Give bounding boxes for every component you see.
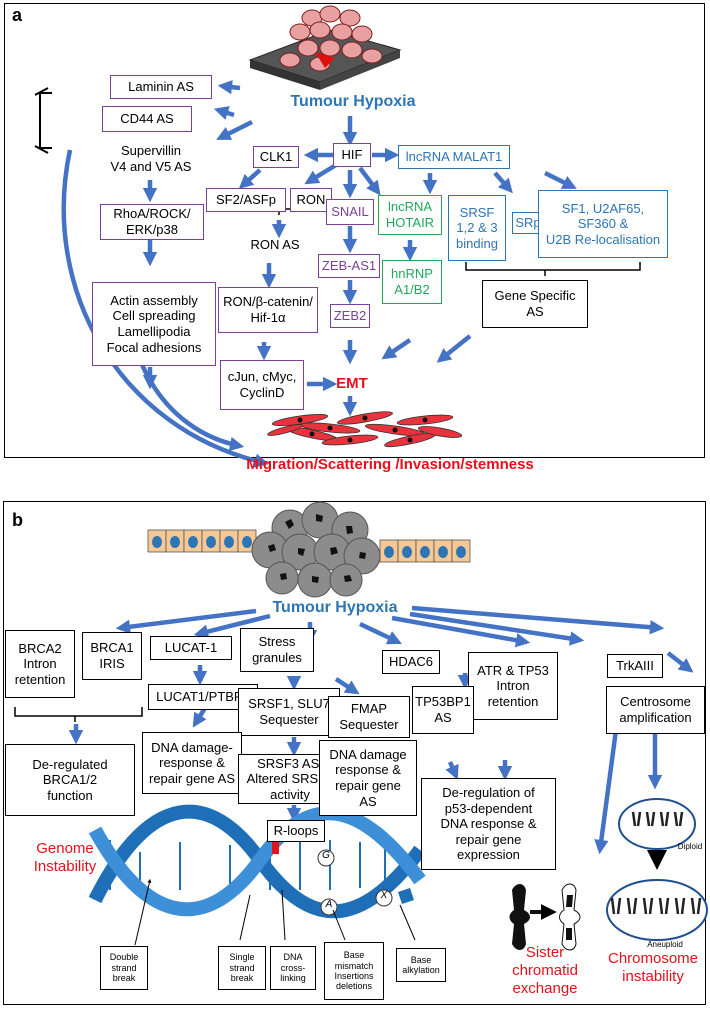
single-strand-break-box: Single strand break xyxy=(218,946,266,990)
cell-ploidy-icon xyxy=(606,798,708,941)
snail-box: SNAIL xyxy=(326,199,374,225)
hif-box: HIF xyxy=(333,143,371,167)
brca2-intron-box: BRCA2 Intron retention xyxy=(5,630,75,698)
zeb-as1-box: ZEB-AS1 xyxy=(318,254,380,278)
actin-assembly-box: Actin assembly Cell spreading Lamellipod… xyxy=(92,282,216,366)
emt-label: EMT xyxy=(336,375,368,392)
panel-b xyxy=(3,501,706,1005)
laminin-as-box: Laminin AS xyxy=(110,75,212,99)
panel-a-arrows xyxy=(137,79,577,452)
zeb2-box: ZEB2 xyxy=(330,304,370,328)
dna-mark-a: A xyxy=(325,899,333,910)
dna-helix-icon xyxy=(88,804,426,919)
panel-a-label: a xyxy=(12,5,23,25)
srsf1-slu7-box: SRSF1, SLU7 Sequester xyxy=(238,688,340,736)
panel-a xyxy=(4,3,705,458)
atr-tp53-box: ATR & TP53 Intron retention xyxy=(468,652,558,720)
dereg-p53-box: De-regulation of p53-dependent DNA respo… xyxy=(421,778,556,870)
panel-a-tumour-hypoxia: Tumour Hypoxia xyxy=(290,93,416,110)
sf1-u2af65-box: SF1, U2AF65, SF360 & U2B Re-localisation xyxy=(538,190,668,258)
sister-chromatid-label: Sister chromatid exchange xyxy=(512,944,578,997)
cjun-cmyc-box: cJun, cMyc, CyclinD xyxy=(220,360,304,410)
hypoxic-cell-cluster-icon xyxy=(248,5,402,90)
dna-damage-repair-as-box: DNA damage- response & repair gene AS xyxy=(142,732,242,794)
clk1-box: CLK1 xyxy=(253,146,299,168)
r-loops-box: R-loops xyxy=(267,820,325,842)
fmap-sequester-box: FMAP Sequester xyxy=(328,696,410,738)
gene-specific-as-box: Gene Specific AS xyxy=(482,280,588,328)
hnrnp-box: hnRNP A1/B2 xyxy=(382,260,442,304)
supervillin-label: Supervillin V4 and V5 AS xyxy=(110,143,192,174)
hdac6-box: HDAC6 xyxy=(382,650,440,674)
diploid-label: Diploid xyxy=(677,842,703,851)
trkaiii-box: TrkAIII xyxy=(607,654,663,678)
dna-mark-g: G xyxy=(322,850,330,861)
sister-chromatid-icon xyxy=(509,883,581,951)
tp53bp1-as-box: TP53BP1 AS xyxy=(412,686,474,734)
sf2-asfp-box: SF2/ASFp xyxy=(206,188,286,212)
dereg-brca-box: De-regulated BRCA1/2 function xyxy=(5,744,135,816)
chromosome-instability-label: Chromosome instability xyxy=(607,950,699,985)
cd44-as-box: CD44 AS xyxy=(102,106,192,132)
dna-damage-response-box: DNA damage response & repair gene AS xyxy=(319,740,417,816)
double-strand-break-box: Double strand break xyxy=(100,946,148,990)
rhoa-rock-box: RhoA/ROCK/ ERK/p38 xyxy=(100,204,204,240)
ron-as-label: RON AS xyxy=(250,237,300,252)
lncrna-malat1-box: lncRNA MALAT1 xyxy=(398,145,510,169)
dna-crosslinking-box: DNA cross- linking xyxy=(270,946,316,990)
base-alkylation-box: Base alkylation xyxy=(396,948,446,982)
dna-mark-x: X xyxy=(380,890,388,901)
genome-instability-label: Genome Instability xyxy=(33,840,97,875)
srsf-binding-box: SRSF 1,2 & 3 binding xyxy=(448,195,506,261)
lncrna-hotair-box: lncRNA HOTAIR xyxy=(378,195,442,235)
panel-b-label: b xyxy=(12,510,23,530)
brca1-iris-box: BRCA1 IRIS xyxy=(82,632,142,680)
lucat1-box: LUCAT-1 xyxy=(150,636,232,660)
srp-box: SRp xyxy=(512,212,544,234)
ron-beta-catenin-box: RON/β-catenin/ Hif-1α xyxy=(218,287,318,333)
epithelium-icon xyxy=(147,529,471,563)
aneuploid-label: Aneuploid xyxy=(647,940,683,949)
base-mismatch-box: Base mismatch Insertions deletions xyxy=(324,942,384,1000)
panel-b-tumour-hypoxia: Tumour Hypoxia xyxy=(272,599,398,616)
stress-granules-box: Stress granules xyxy=(240,628,314,672)
centrosome-box: Centrosome amplification xyxy=(606,686,705,734)
migration-label: Migration/Scattering /Invasion/stemness xyxy=(246,456,534,473)
panel-b-arrows xyxy=(68,605,694,855)
